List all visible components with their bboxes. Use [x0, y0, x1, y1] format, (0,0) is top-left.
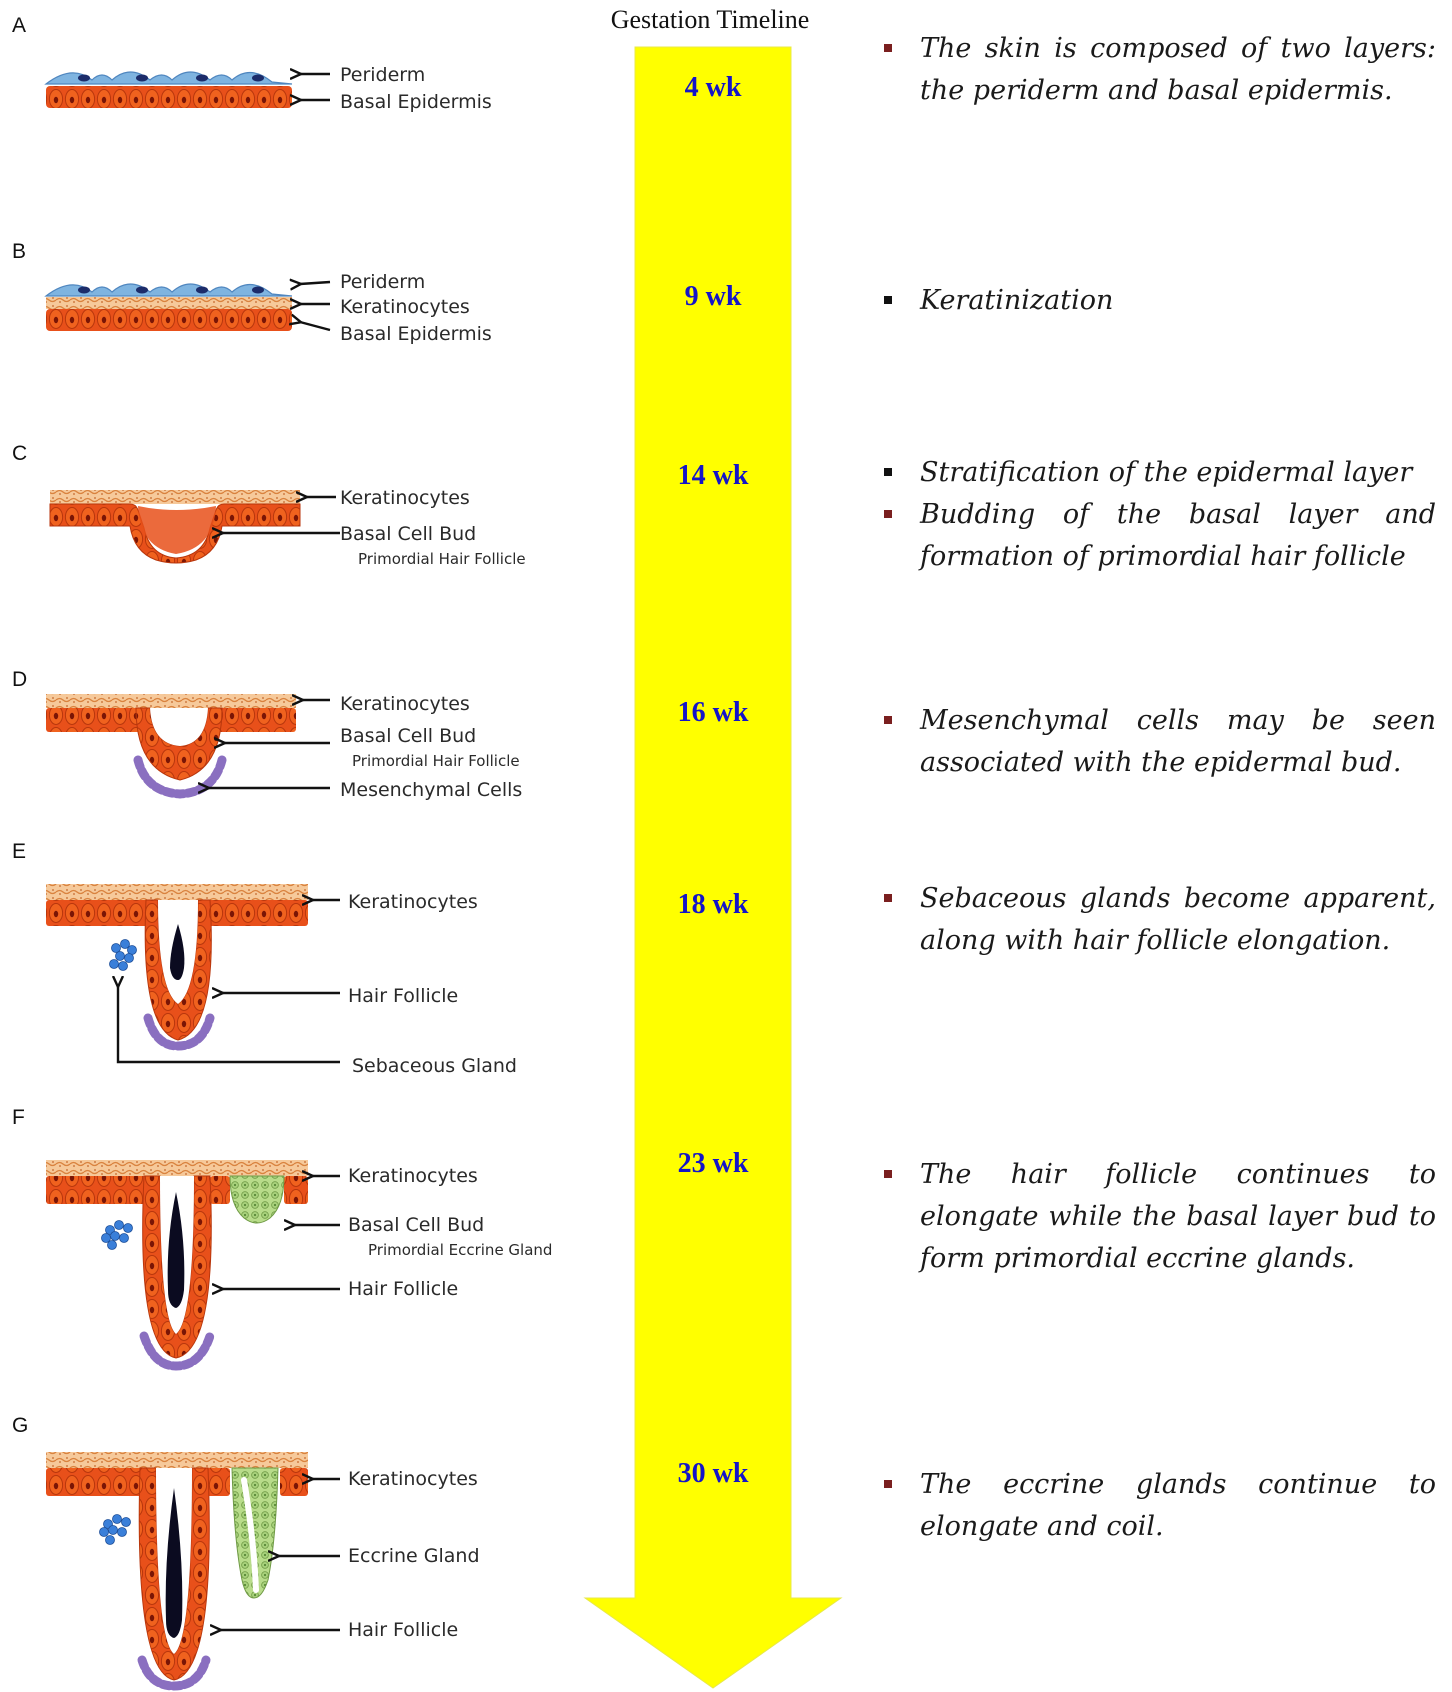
- panel-letter-e: E: [12, 840, 26, 863]
- week-label-9: 9 wk: [685, 281, 742, 312]
- keratinocyte-layer: [50, 490, 300, 504]
- bullet-icon: [884, 894, 892, 902]
- label-keratinocytes: Keratinocytes: [340, 693, 470, 715]
- keratinocyte-layer: [46, 884, 308, 900]
- keratinocyte-layer: [46, 1452, 308, 1468]
- panel-f: F Keratinocytes Basal Cell Bud Primordia…: [12, 1106, 552, 1371]
- basal-epidermis-layer: [46, 86, 292, 108]
- label-basal-epidermis: Basal Epidermis: [340, 91, 492, 113]
- description-item: Sebaceous glands become apparent, along …: [876, 878, 1436, 962]
- description-item: Mesenchymal cells may be seen associated…: [876, 700, 1436, 784]
- primordial-eccrine-gland: [229, 1175, 285, 1224]
- timeline-title: Gestation Timeline: [611, 5, 810, 34]
- hair-shaft: [167, 1192, 185, 1308]
- description-item: Keratinization: [876, 280, 1436, 322]
- timeline-arrow: [583, 46, 843, 1689]
- week-label-4: 4 wk: [685, 72, 742, 103]
- periderm-layer: [44, 283, 293, 297]
- label-eccrine-gland: Eccrine Gland: [348, 1545, 480, 1567]
- panel-g: G Keratinocytes Eccrine Gland Hair Folli…: [12, 1414, 480, 1691]
- label-hair-follicle: Hair Follicle: [348, 1278, 458, 1300]
- panel-letter-g: G: [12, 1414, 28, 1437]
- bullet-icon: [884, 1170, 892, 1178]
- description-item: The hair follicle continues to elongate …: [876, 1154, 1436, 1280]
- label-hair-follicle: Hair Follicle: [348, 985, 458, 1007]
- description-item: The eccrine glands continue to elongate …: [876, 1464, 1436, 1548]
- label-sebaceous-gland: Sebaceous Gland: [352, 1055, 517, 1077]
- bullet-icon: [884, 296, 892, 304]
- description-item: Budding of the basal layer and formation…: [876, 494, 1436, 578]
- bullet-icon: [884, 44, 892, 52]
- mesenchymal-cells: [133, 755, 227, 799]
- panel-c: C Keratinocytes Basal Cell Bud Primordia…: [12, 442, 526, 568]
- week-label-14: 14 wk: [678, 460, 749, 491]
- bullet-icon: [884, 716, 892, 724]
- mesenchymal-cells: [139, 1331, 215, 1371]
- panel-e: E Keratinocytes Hair Follicle Sebaceous …: [12, 840, 517, 1077]
- label-primordial-eccrine-gland: Primordial Eccrine Gland: [368, 1241, 552, 1259]
- label-basal-cell-bud: Basal Cell Bud: [340, 523, 476, 545]
- panel-letter-c: C: [12, 442, 27, 465]
- keratinocyte-layer: [46, 1160, 308, 1176]
- week-label-16: 16 wk: [678, 697, 749, 728]
- bullet-icon: [884, 510, 892, 518]
- hair-shaft: [170, 924, 185, 980]
- description-week-14: Stratification of the epidermal layer Bu…: [876, 452, 1436, 578]
- label-basal-cell-bud: Basal Cell Bud: [348, 1214, 484, 1236]
- label-primordial-hair-follicle: Primordial Hair Follicle: [358, 550, 526, 568]
- bullet-icon: [884, 1480, 892, 1488]
- label-primordial-hair-follicle: Primordial Hair Follicle: [352, 752, 520, 770]
- panel-b: B Periderm Keratinocytes Basal Epidermis: [12, 240, 492, 345]
- label-keratinocytes: Keratinocytes: [348, 1165, 478, 1187]
- description-week-4: The skin is composed of two layers: the …: [876, 28, 1436, 112]
- label-keratinocytes: Keratinocytes: [340, 296, 470, 318]
- label-basal-cell-bud: Basal Cell Bud: [340, 725, 476, 747]
- label-periderm: Periderm: [340, 64, 425, 86]
- mesenchymal-cells: [137, 1655, 211, 1691]
- description-week-18: Sebaceous glands become apparent, along …: [876, 878, 1436, 962]
- week-label-18: 18 wk: [678, 889, 749, 920]
- description-week-23: The hair follicle continues to elongate …: [876, 1154, 1436, 1280]
- panel-letter-a: A: [12, 14, 26, 37]
- panel-letter-d: D: [12, 668, 27, 691]
- periderm-layer: [44, 71, 293, 85]
- basal-epidermis-layer: [46, 309, 292, 331]
- label-basal-epidermis: Basal Epidermis: [340, 323, 492, 345]
- description-week-9: Keratinization: [876, 280, 1436, 322]
- label-keratinocytes: Keratinocytes: [348, 1468, 478, 1490]
- description-week-16: Mesenchymal cells may be seen associated…: [876, 700, 1436, 784]
- sebaceous-gland: [101, 1220, 133, 1250]
- week-label-23: 23 wk: [678, 1148, 749, 1179]
- description-week-30: The eccrine glands continue to elongate …: [876, 1464, 1436, 1548]
- mesenchymal-cells: [143, 1013, 215, 1051]
- label-hair-follicle: Hair Follicle: [348, 1619, 458, 1641]
- label-periderm: Periderm: [340, 271, 425, 293]
- label-keratinocytes: Keratinocytes: [348, 891, 478, 913]
- sebaceous-gland: [99, 1514, 131, 1545]
- bullet-icon: [884, 468, 892, 476]
- hair-shaft: [165, 1488, 183, 1638]
- panel-letter-b: B: [12, 240, 26, 263]
- eccrine-gland: [231, 1467, 279, 1599]
- panel-letter-f: F: [12, 1106, 25, 1129]
- sebaceous-gland: [109, 939, 137, 971]
- label-mesenchymal-cells: Mesenchymal Cells: [340, 779, 522, 801]
- panel-d: D Keratinocytes Basal Cell Bud Primordia…: [12, 668, 522, 801]
- panel-a: A Periderm Basal Epidermis: [12, 14, 492, 113]
- description-item: Stratification of the epidermal layer: [876, 452, 1436, 494]
- description-item: The skin is composed of two layers: the …: [876, 28, 1436, 112]
- label-keratinocytes: Keratinocytes: [340, 487, 470, 509]
- week-label-30: 30 wk: [678, 1458, 749, 1489]
- keratinocyte-layer: [46, 694, 296, 708]
- keratinocyte-layer: [46, 297, 292, 309]
